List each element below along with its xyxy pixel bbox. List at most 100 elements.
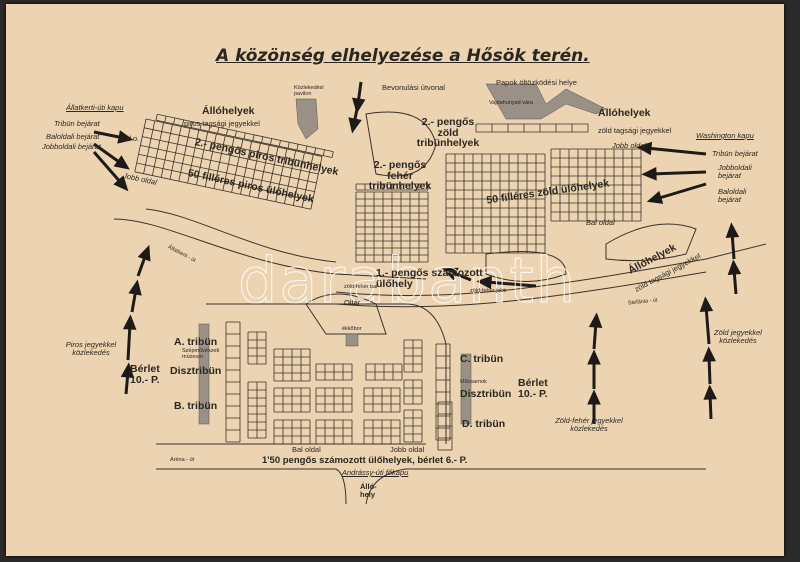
bottom-seats-3	[273, 419, 311, 445]
bottom-seats-8	[363, 387, 401, 413]
entry-label: Baloldali bejárat	[718, 187, 747, 204]
arrow-head-icon	[113, 175, 129, 192]
d-tribune	[437, 401, 453, 451]
allohely-label: Álló- hely	[360, 482, 377, 499]
andrassy-label: Andrássy-úti főkapu	[342, 468, 409, 477]
entry-label: Tribün bejárat	[54, 119, 100, 128]
traffic-arrow	[704, 305, 711, 345]
traffic-arrow	[93, 142, 123, 166]
gate-washington: Washington kapu	[696, 131, 754, 140]
vajdahunyad-label: Vajdahunyad vára	[489, 100, 533, 106]
arrow-head-icon	[137, 244, 151, 262]
square-outline	[206, 303, 447, 444]
gate-allatkert: Állatkerti-úti kapu	[66, 103, 124, 112]
arrow-head-icon	[348, 117, 362, 134]
vajdahunyad-castle	[485, 83, 607, 120]
entry-label: Tribün bejárat	[712, 149, 758, 158]
berlet-right: Bérlet 10.- P.	[518, 377, 548, 400]
standing-green-sub: zöld tagsági jegyekkel	[598, 126, 672, 135]
traffic-green-white: Zöld-fehér jegyekkel közlekedés	[555, 416, 623, 433]
arrow-head-icon	[442, 267, 459, 281]
ab-seat-col2	[247, 381, 267, 439]
bal-oldal-bottom: Bal oldal	[292, 445, 321, 454]
a-tribune	[225, 321, 241, 443]
mucsarnok-label: Műcsarnok	[460, 379, 487, 385]
arrow-head-icon	[703, 384, 718, 400]
numbered-1p-grid	[355, 191, 429, 263]
bottom-seats-7	[365, 363, 403, 381]
red-seat-grid	[134, 118, 323, 210]
traffic-red: Piros jegyekkel közlekedés	[65, 340, 117, 357]
bevonulasi-label: Bevonulási útvonal	[382, 83, 445, 92]
pavilon-label: Közlekedési pavilon	[294, 85, 324, 97]
entry-label: Jobboldali bejárat	[42, 142, 101, 151]
bottom-seats-11	[403, 379, 423, 405]
entry-label: Jobboldali bejárat	[718, 163, 752, 180]
monument	[345, 333, 359, 347]
jobb-oldal-right: Jobb oldal	[612, 141, 647, 150]
berlet-left: Bérlet 10.- P.	[130, 363, 160, 386]
traffic-arrow	[645, 146, 707, 156]
arrow-head-icon	[725, 222, 740, 238]
traffic-arrow	[126, 323, 132, 361]
bal-oldal-right: Bal oldal	[586, 218, 615, 227]
green-seat-grid-left	[445, 153, 546, 254]
bal-o-label: Bal o.	[120, 134, 140, 143]
kozlekedesi-pavilon	[295, 98, 319, 140]
traffic-arrow	[485, 280, 537, 288]
standing-red-label: Állóhelyek	[202, 105, 255, 117]
arrow-head-icon	[113, 155, 130, 170]
arena-ut-label: Aréna - út	[170, 457, 195, 463]
arrow-head-icon	[699, 296, 714, 313]
arrow-head-icon	[588, 312, 603, 328]
white-tribune-label: 2.- pengős fehér tribünhelyek	[368, 159, 432, 192]
arrow-head-icon	[117, 130, 134, 144]
road-stefania-edge	[335, 271, 707, 308]
arrow-head-icon	[702, 346, 716, 362]
arrow-head-icon	[120, 362, 135, 379]
road-allatkerti	[113, 218, 427, 280]
bottom-seats-12	[403, 409, 423, 443]
disztribun-left: Disztribün	[170, 365, 222, 377]
standing-red-sub: piros tagsági jegyekkel	[184, 119, 260, 128]
zold-feher-bal: zöld-fehér bal	[344, 284, 378, 290]
white-tribune-row	[355, 183, 429, 191]
b-tribun-label: B. tribün	[174, 400, 218, 412]
bottom-seats-9	[363, 419, 401, 445]
road-allatkerti-edge	[145, 208, 337, 263]
arrow-head-icon	[587, 389, 601, 405]
arrow-head-icon	[476, 275, 493, 290]
muzeum-label: Szépművészeti múzeum	[182, 348, 220, 360]
muzeum-block	[198, 323, 210, 425]
bottom-seats-2	[273, 387, 311, 413]
numbered-1p-label: 1.- pengős számozott ülőhely	[376, 267, 483, 290]
papok-label: Papok öltözködési helye	[496, 78, 577, 87]
bottom-seats-1	[273, 348, 311, 382]
arrow-head-icon	[641, 167, 657, 181]
traffic-arrow	[655, 182, 707, 201]
oltar-outline	[305, 293, 387, 335]
dekkbor-label: ékkőbor	[342, 326, 362, 332]
map-sheet: darabanth A közönség elhelyezése a Hősök…	[6, 4, 784, 556]
road-stefania	[335, 243, 767, 297]
map-drawing	[92, 81, 767, 505]
bottom-seats-10	[403, 339, 423, 373]
mucsarnok-block	[460, 353, 472, 425]
standing-green-label: Állóhelyek	[598, 107, 651, 119]
green-tribune-row	[475, 123, 589, 133]
arrow-head-icon	[122, 314, 137, 330]
oltar-label: Oltár	[344, 298, 361, 307]
arrow-head-icon	[128, 279, 142, 296]
jobb-oldal-bottom: Jobb oldal	[390, 445, 425, 454]
d-tribun-label: D. tribün	[462, 418, 506, 430]
arrow-head-icon	[636, 141, 653, 156]
arrow-head-icon	[646, 190, 664, 204]
green-tribune-label: 2.- pengős zöld tribünhelyek	[416, 116, 480, 149]
watermark: darabanth	[237, 244, 578, 318]
bottom-seats-5	[315, 387, 353, 413]
green-seat-grid-right	[550, 148, 642, 222]
bottom-seats-4	[315, 363, 353, 381]
page-title: A közönség elhelyezése a Hősök terén.	[216, 46, 590, 66]
arrow-head-icon	[727, 259, 742, 276]
ab-seat-col1	[247, 331, 267, 365]
